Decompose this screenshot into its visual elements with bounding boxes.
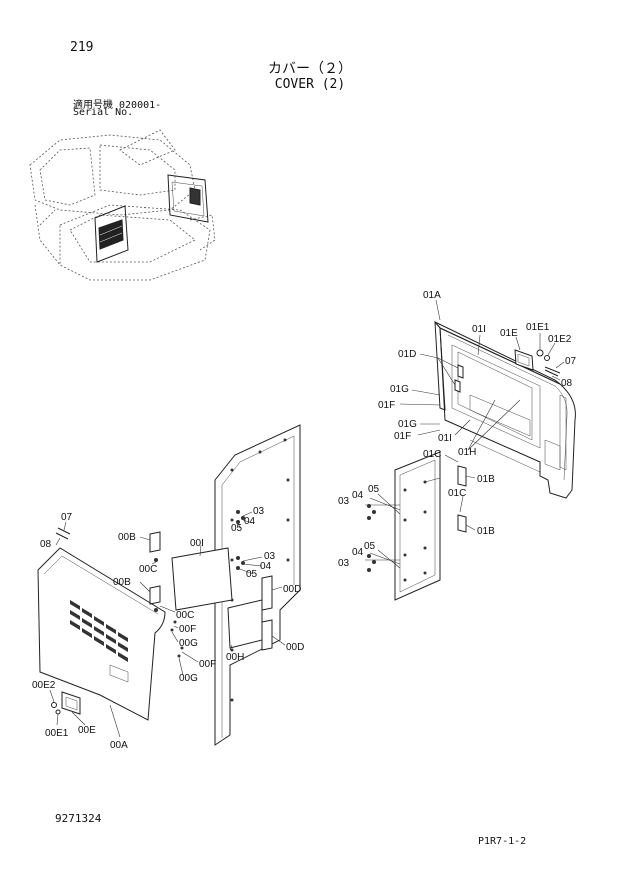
label-01A: 01A xyxy=(423,290,441,301)
label-00A: 00A xyxy=(110,740,128,751)
label-04-r2: 04 xyxy=(352,547,364,558)
label-01D: 01D xyxy=(398,349,416,360)
middle-frame-panel xyxy=(214,424,301,746)
label-01G-2: 01G xyxy=(398,419,417,430)
label-07-left: 07 xyxy=(61,512,73,523)
left-cover-plates xyxy=(139,531,286,676)
label-00I: 00I xyxy=(190,538,204,549)
page-number: 219 xyxy=(70,40,94,55)
label-00G-2: 00G xyxy=(179,673,198,684)
label-01C-2: 01C xyxy=(448,488,466,499)
label-01B-1: 01B xyxy=(477,474,495,485)
label-00D-2: 00D xyxy=(286,642,304,653)
machine-overview xyxy=(29,129,216,281)
label-04-m1: 04 xyxy=(244,516,256,527)
label-05-m1: 05 xyxy=(231,523,243,534)
label-04-r1: 04 xyxy=(352,490,364,501)
label-00C-1: 00C xyxy=(139,564,157,575)
label-00C-2: 00C xyxy=(176,610,194,621)
label-05-m2: 05 xyxy=(246,569,258,580)
label-01E1: 01E1 xyxy=(526,322,550,333)
label-00D-1: 00D xyxy=(283,584,301,595)
label-00B-2: 00B xyxy=(113,577,131,588)
document-number: 9271324 xyxy=(55,812,102,825)
label-03-r2: 03 xyxy=(338,558,350,569)
label-04-m2: 04 xyxy=(260,561,272,572)
label-00F-2: 00F xyxy=(199,659,216,670)
label-00F-1: 00F xyxy=(179,624,196,635)
label-01C-1: 01C xyxy=(423,449,441,460)
label-01I-top: 01I xyxy=(472,324,486,335)
label-01E2: 01E2 xyxy=(548,334,572,345)
title-english: COVER (2) xyxy=(274,77,346,92)
serial-number-label: Serial No. xyxy=(73,107,134,118)
label-00E1: 00E1 xyxy=(45,728,69,739)
label-01B-2: 01B xyxy=(477,526,495,537)
label-08-left: 08 xyxy=(40,539,52,550)
label-00B-1: 00B xyxy=(118,532,136,543)
label-03-m2: 03 xyxy=(264,551,276,562)
label-01H: 01H xyxy=(458,447,476,458)
label-00E: 00E xyxy=(78,725,96,736)
label-08-right: 08 xyxy=(561,378,573,389)
label-01F-1: 01F xyxy=(378,400,395,411)
label-00H: 00H xyxy=(226,652,244,663)
label-01E: 01E xyxy=(500,328,518,339)
label-05-r1: 05 xyxy=(368,484,380,495)
label-07-right: 07 xyxy=(565,356,577,367)
left-cover-assembly xyxy=(37,521,166,738)
label-00E2: 00E2 xyxy=(32,680,56,691)
part-labels: 01A 01I 01E 01E1 01E2 07 08 01D 01G 01F … xyxy=(32,290,577,751)
label-01G-1: 01G xyxy=(390,384,409,395)
louvre-slots xyxy=(70,600,128,662)
label-00G-1: 00G xyxy=(179,638,198,649)
label-01F-2: 01F xyxy=(394,431,411,442)
sheet-reference: P1R7-1-2 xyxy=(478,836,527,847)
title-japanese: カバー（２） xyxy=(268,61,352,77)
label-01I-bottom: 01I xyxy=(438,433,452,444)
label-05-r2: 05 xyxy=(364,541,376,552)
label-03-m1: 03 xyxy=(253,506,265,517)
label-03-r1: 03 xyxy=(338,496,350,507)
right-cover-assembly xyxy=(365,299,576,601)
serial-applicability: 適用号機 020001- xyxy=(73,100,162,111)
